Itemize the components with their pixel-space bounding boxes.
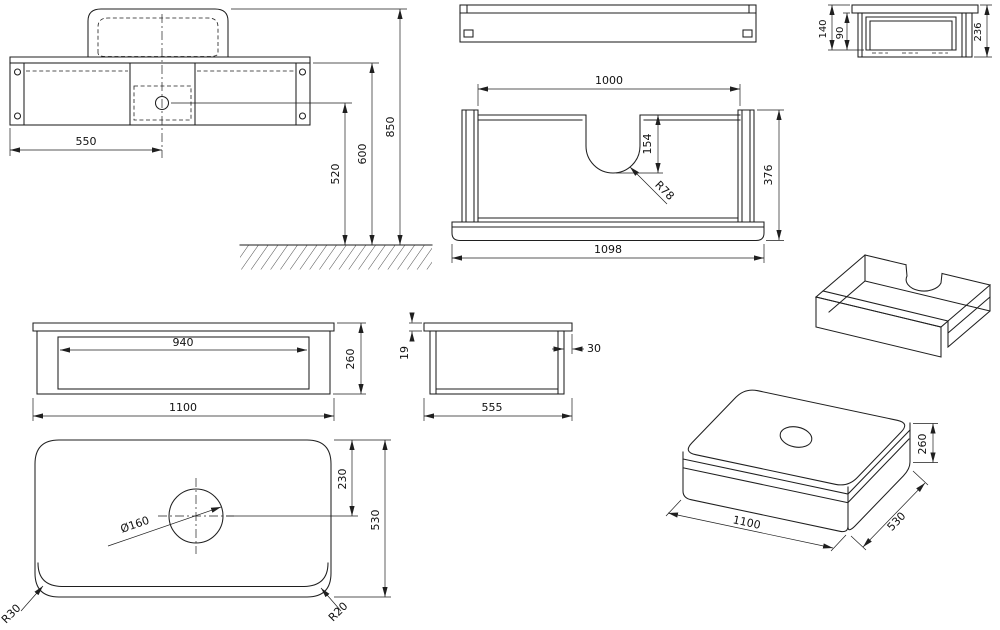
dim-width: 1100 xyxy=(732,513,762,532)
dim-outer-width: 1098 xyxy=(594,243,622,256)
counter-slab xyxy=(851,4,979,14)
drawer-profile xyxy=(861,12,967,58)
drain-hole xyxy=(154,95,170,111)
counter-slab xyxy=(423,322,573,332)
basin-bowl-hidden-line xyxy=(97,17,219,57)
mounting-hole xyxy=(298,112,307,120)
view-side-section: 140 90 236 xyxy=(818,4,992,58)
cabinet-outline xyxy=(9,62,311,126)
radius-leader-right xyxy=(320,587,342,612)
extension-lines xyxy=(477,84,741,106)
dim-corner-radius-left: R30 xyxy=(0,602,23,626)
counter-outline xyxy=(34,439,332,598)
drawer-back-with-notch xyxy=(864,254,991,312)
drawer-front-face xyxy=(815,296,942,358)
drawer-left-side xyxy=(822,254,866,313)
dim-height: 260 xyxy=(344,349,357,370)
dim-counter-height: 600 xyxy=(356,144,369,165)
dim-hole-offset: 230 xyxy=(336,469,349,490)
top-rail-strip xyxy=(459,4,757,43)
dim-width: 1100 xyxy=(169,401,197,414)
radius-leader xyxy=(629,166,668,205)
dim-counter-depth: 530 xyxy=(369,510,382,531)
bracket-detail xyxy=(742,29,753,38)
mounting-hole xyxy=(13,112,22,120)
view-counter-plan: Ø160 230 530 R30 R20 xyxy=(0,439,391,626)
right-side-panel xyxy=(737,109,755,223)
left-side-panel xyxy=(461,109,479,223)
dim-basin-center: 550 xyxy=(76,135,97,148)
dim-inner-height: 90 xyxy=(835,27,846,40)
extension-lines xyxy=(226,439,391,598)
base-panel xyxy=(451,221,765,242)
mounting-hole xyxy=(13,68,22,76)
dim-line-530 xyxy=(862,482,926,548)
dim-total-height: 850 xyxy=(384,117,397,138)
extension-lines xyxy=(850,470,929,551)
extension-lines xyxy=(563,334,573,354)
dim-carcass-height: 376 xyxy=(762,165,775,186)
cabinet-body xyxy=(429,330,565,395)
panel-lines xyxy=(435,330,559,395)
cabinet-body xyxy=(36,330,331,395)
view-vanity-perspective: 1100 530 260 xyxy=(665,389,938,552)
view-carcass-front: 1000 154 R78 376 1098 xyxy=(451,4,784,263)
dim-depth: 530 xyxy=(885,510,909,534)
extension-lines xyxy=(828,4,864,51)
view-cabinet-side: 19 30 555 xyxy=(398,312,601,421)
mounting-hole xyxy=(298,68,307,76)
radius-leader-left xyxy=(20,585,44,612)
extension-lines xyxy=(171,8,407,104)
hole-center-lines xyxy=(158,478,234,554)
view-front-elevation: 550 520 600 850 xyxy=(9,8,433,270)
drain-hole xyxy=(779,426,813,448)
top-face xyxy=(687,389,906,486)
cabinet-dividers xyxy=(23,62,297,126)
dim-front-height: 140 xyxy=(818,19,829,38)
dim-inner-width: 1000 xyxy=(595,74,623,87)
dim-hole-diameter: Ø160 xyxy=(119,514,151,536)
counter-front-inner-edge xyxy=(37,562,329,588)
dim-depth: 555 xyxy=(482,401,503,414)
dim-height: 260 xyxy=(916,434,929,455)
top-rail-lines xyxy=(459,4,757,14)
side-face xyxy=(847,422,911,531)
counter-edge-line xyxy=(682,429,911,495)
basin-outline xyxy=(87,8,229,58)
dim-cutout-depth: 154 xyxy=(641,134,654,155)
view-drawer-perspective xyxy=(814,254,991,358)
floor-hatching xyxy=(240,245,432,270)
diameter-leader xyxy=(107,506,222,547)
drawer-front xyxy=(57,336,310,390)
dim-top-thickness: 19 xyxy=(398,346,411,360)
dim-overall: 236 xyxy=(973,22,984,41)
dim-cutout-radius: R78 xyxy=(652,178,676,202)
extension-lines xyxy=(409,322,422,332)
countertop-edge xyxy=(9,56,311,64)
dim-drawer-width: 940 xyxy=(173,336,194,349)
dim-line-1100 xyxy=(667,512,834,549)
sink-cutout xyxy=(477,114,741,174)
dim-back-offset: 30 xyxy=(587,342,601,355)
drawer-right-side xyxy=(947,283,991,349)
view-cabinet-front: 940 260 1100 xyxy=(32,322,366,421)
dim-drain-height: 520 xyxy=(329,164,342,185)
counter-slab xyxy=(32,322,335,332)
dim-corner-radius-right: R20 xyxy=(326,600,350,624)
drawer-gap-line xyxy=(683,438,910,504)
side-body xyxy=(857,12,973,58)
bracket-detail xyxy=(463,29,474,38)
